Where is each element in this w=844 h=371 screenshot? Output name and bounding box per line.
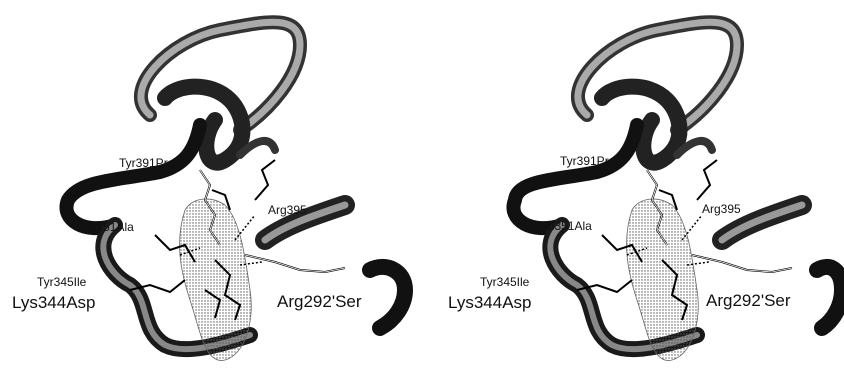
- label-arg292ser: Arg292'Ser: [277, 293, 362, 310]
- label-lys344asp: Lys344Asp: [12, 294, 95, 311]
- protein-ribbon-right: [422, 0, 844, 371]
- label-tyr391pro: Tyr391Pro: [119, 157, 174, 169]
- label-arg395: Arg395: [268, 204, 307, 216]
- label-arg292ser: Arg292'Ser: [706, 292, 791, 309]
- label-arg395: Arg395: [702, 203, 741, 215]
- label-tyr345ile: Tyr345Ile: [37, 276, 86, 288]
- label-val351ala: Val351Ala: [80, 221, 134, 233]
- label-tyr391pro: Tyr391Pro: [560, 155, 615, 167]
- label-tyr345ile: Tyr345Ile: [480, 276, 529, 288]
- label-lys344asp: Lys344Asp: [448, 294, 531, 311]
- label-val351ala: Val351Ala: [538, 220, 592, 232]
- protein-ribbon-left: [0, 0, 422, 371]
